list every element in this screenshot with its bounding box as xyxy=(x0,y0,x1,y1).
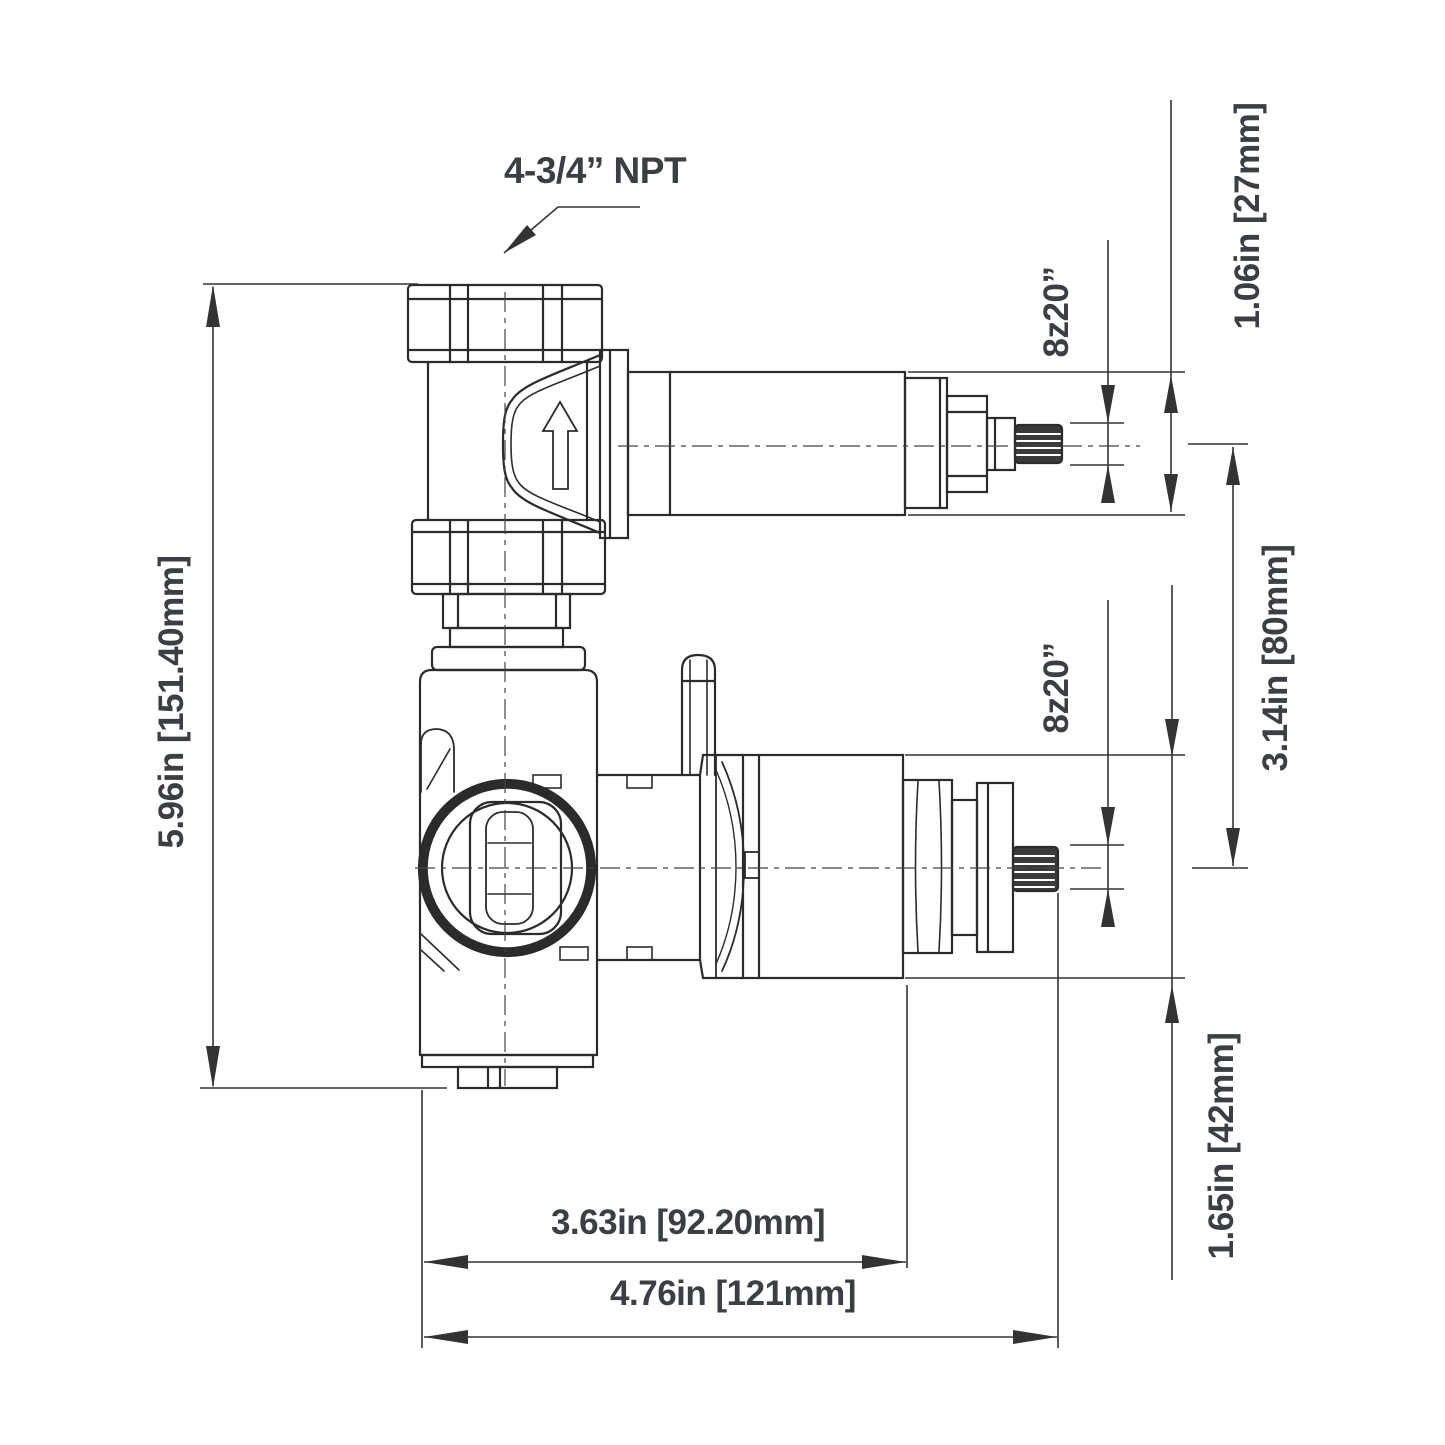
lower-body-right-section xyxy=(532,753,760,980)
dim-width-inner xyxy=(421,985,908,1348)
upper-cartridge xyxy=(598,348,1064,540)
cartridge-depth-top-label: 1.06in [27mm] xyxy=(1228,102,1267,330)
dim-top-spline xyxy=(1070,240,1124,503)
lower-splined-stem xyxy=(1011,845,1060,893)
lower-cartridge xyxy=(741,753,1060,980)
width-inner-label: 3.63in [92.20mm] xyxy=(550,1203,826,1242)
leader-arrowhead xyxy=(504,225,536,253)
dimension-lines xyxy=(200,100,1248,1348)
npt-callout-label: 4-3/4” NPT xyxy=(503,150,687,191)
dim-cartridge-depth-top xyxy=(908,100,1185,516)
upper-valve-bottom-nut xyxy=(410,518,607,596)
npt-leader-line xyxy=(503,206,640,254)
width-overall-label: 4.76in [121mm] xyxy=(610,1274,856,1313)
flow-direction-arrow xyxy=(541,400,579,490)
centerlines xyxy=(415,292,1140,1086)
mounting-ear xyxy=(420,728,455,793)
cartridge-depth-bottom-label: 1.65in [42mm] xyxy=(1202,1032,1241,1260)
dim-cartridge-depth-bottom xyxy=(905,585,1185,1280)
connector-steps xyxy=(430,592,587,672)
bottom-spline-label: 8z20” xyxy=(1037,642,1076,734)
upper-valve-body xyxy=(426,353,602,535)
overall-height-label: 5.96in [151.40mm] xyxy=(152,555,191,849)
dim-overall-height xyxy=(200,283,447,1089)
top-spline-label: 8z20” xyxy=(1037,266,1076,358)
lower-valve-body xyxy=(418,668,599,1090)
upper-valve-top-nut xyxy=(406,283,604,364)
inlet-pipe xyxy=(680,653,717,777)
dim-stem-spacing xyxy=(1188,443,1248,869)
dim-width-overall xyxy=(424,893,1059,1348)
stem-spacing-label: 3.14in [80mm] xyxy=(1256,544,1295,772)
dim-bottom-spline xyxy=(1070,600,1124,927)
upper-splined-stem xyxy=(1013,423,1064,465)
